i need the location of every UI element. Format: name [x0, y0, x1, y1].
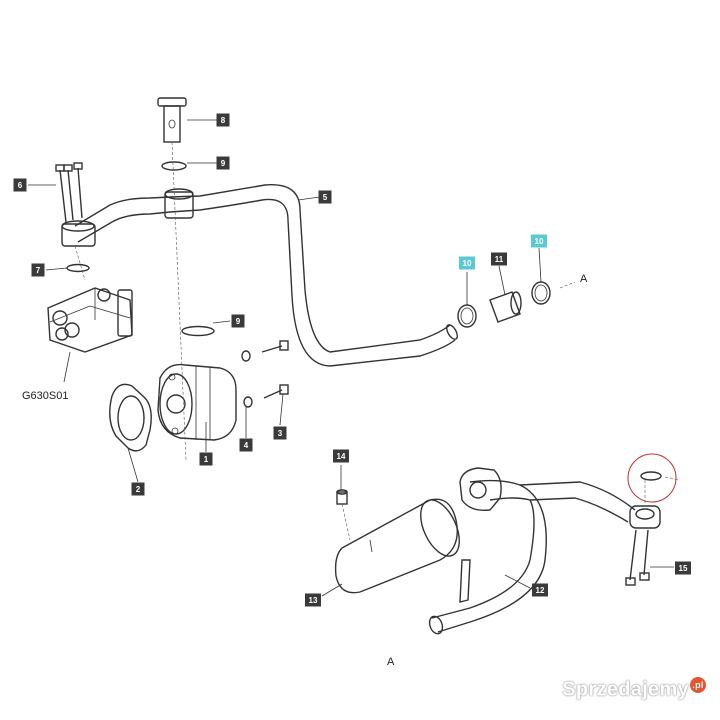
o-ring-mid [181, 325, 215, 337]
callout-box [532, 583, 548, 597]
callout-c10b: 10 [531, 234, 547, 248]
callout-box [305, 593, 321, 607]
filter-canister [334, 498, 460, 594]
callout-c4: 4 [239, 438, 253, 452]
callout-number: 11 [495, 255, 504, 264]
callout-c12: 12 [532, 583, 548, 597]
main-pump [157, 363, 237, 441]
o-ring-highlighted [640, 471, 662, 481]
callout-c2: 2 [131, 482, 145, 496]
bolts [55, 162, 83, 223]
callout-c6: 6 [13, 178, 27, 192]
callout-number: 9 [236, 317, 241, 326]
callout-number: 7 [36, 266, 41, 275]
callout-number: 2 [136, 485, 141, 494]
callout-c14: 14 [333, 449, 349, 463]
callout-box [239, 438, 253, 452]
callout-number: 9 [221, 159, 226, 168]
callout-number: 10 [463, 259, 472, 268]
o-ring-small [66, 263, 90, 273]
callout-box [459, 256, 475, 270]
callout-box [318, 190, 332, 204]
o-ring [161, 161, 187, 171]
callout-number: 15 [679, 564, 688, 573]
callout-number: 8 [221, 116, 226, 125]
banjo-bolt [157, 97, 187, 143]
callout-box [131, 482, 145, 496]
callout-number: 6 [18, 181, 23, 190]
filter-fitting [336, 489, 348, 505]
callout-c8: 8 [216, 113, 230, 127]
callout-box [199, 452, 213, 466]
small-pump [47, 287, 133, 353]
callout-c1: 1 [199, 452, 213, 466]
callout-box [333, 449, 349, 463]
callout-c15: 15 [675, 561, 691, 575]
watermark: Sprzedajemy.pl [562, 677, 706, 702]
callout-number: 14 [337, 452, 346, 461]
reference-a-top: A [580, 273, 588, 285]
callout-number: 13 [309, 596, 318, 605]
lower-bolts [625, 529, 650, 586]
watermark-badge: .pl [690, 677, 706, 694]
callout-c5: 5 [318, 190, 332, 204]
callout-number: 3 [278, 429, 283, 438]
guide-lines [74, 141, 681, 541]
callout-c10a: 10 [459, 256, 475, 270]
callout-number: 10 [535, 237, 544, 246]
callout-box [231, 314, 245, 328]
callout-box [216, 156, 230, 170]
callout-box [531, 234, 547, 248]
callout-box [491, 252, 507, 266]
upper-pipe [61, 184, 458, 367]
callout-box [273, 426, 287, 440]
callout-c11: 11 [491, 252, 507, 266]
callout-number: 1 [204, 455, 209, 464]
highlight-circle [627, 453, 677, 503]
callout-number: 5 [323, 193, 328, 202]
callout-c7: 7 [31, 263, 45, 277]
gasket [109, 383, 152, 452]
part-code-label: G630S01 [22, 390, 68, 402]
callout-c9a: 9 [231, 314, 245, 328]
lower-pipe [428, 467, 661, 635]
callout-box [675, 561, 691, 575]
callout-box [216, 113, 230, 127]
callout-box [31, 263, 45, 277]
callout-box [13, 178, 27, 192]
callout-c9b: 9 [216, 156, 230, 170]
watermark-text: Sprzedajemy [562, 679, 689, 701]
reference-a-bottom: A [387, 656, 395, 668]
washers-bolts [241, 340, 289, 408]
leader-lines [28, 119, 674, 597]
callout-c3: 3 [273, 426, 287, 440]
callout-c13: 13 [305, 593, 321, 607]
callout-number: 4 [244, 441, 249, 450]
callout-number: 12 [536, 586, 545, 595]
